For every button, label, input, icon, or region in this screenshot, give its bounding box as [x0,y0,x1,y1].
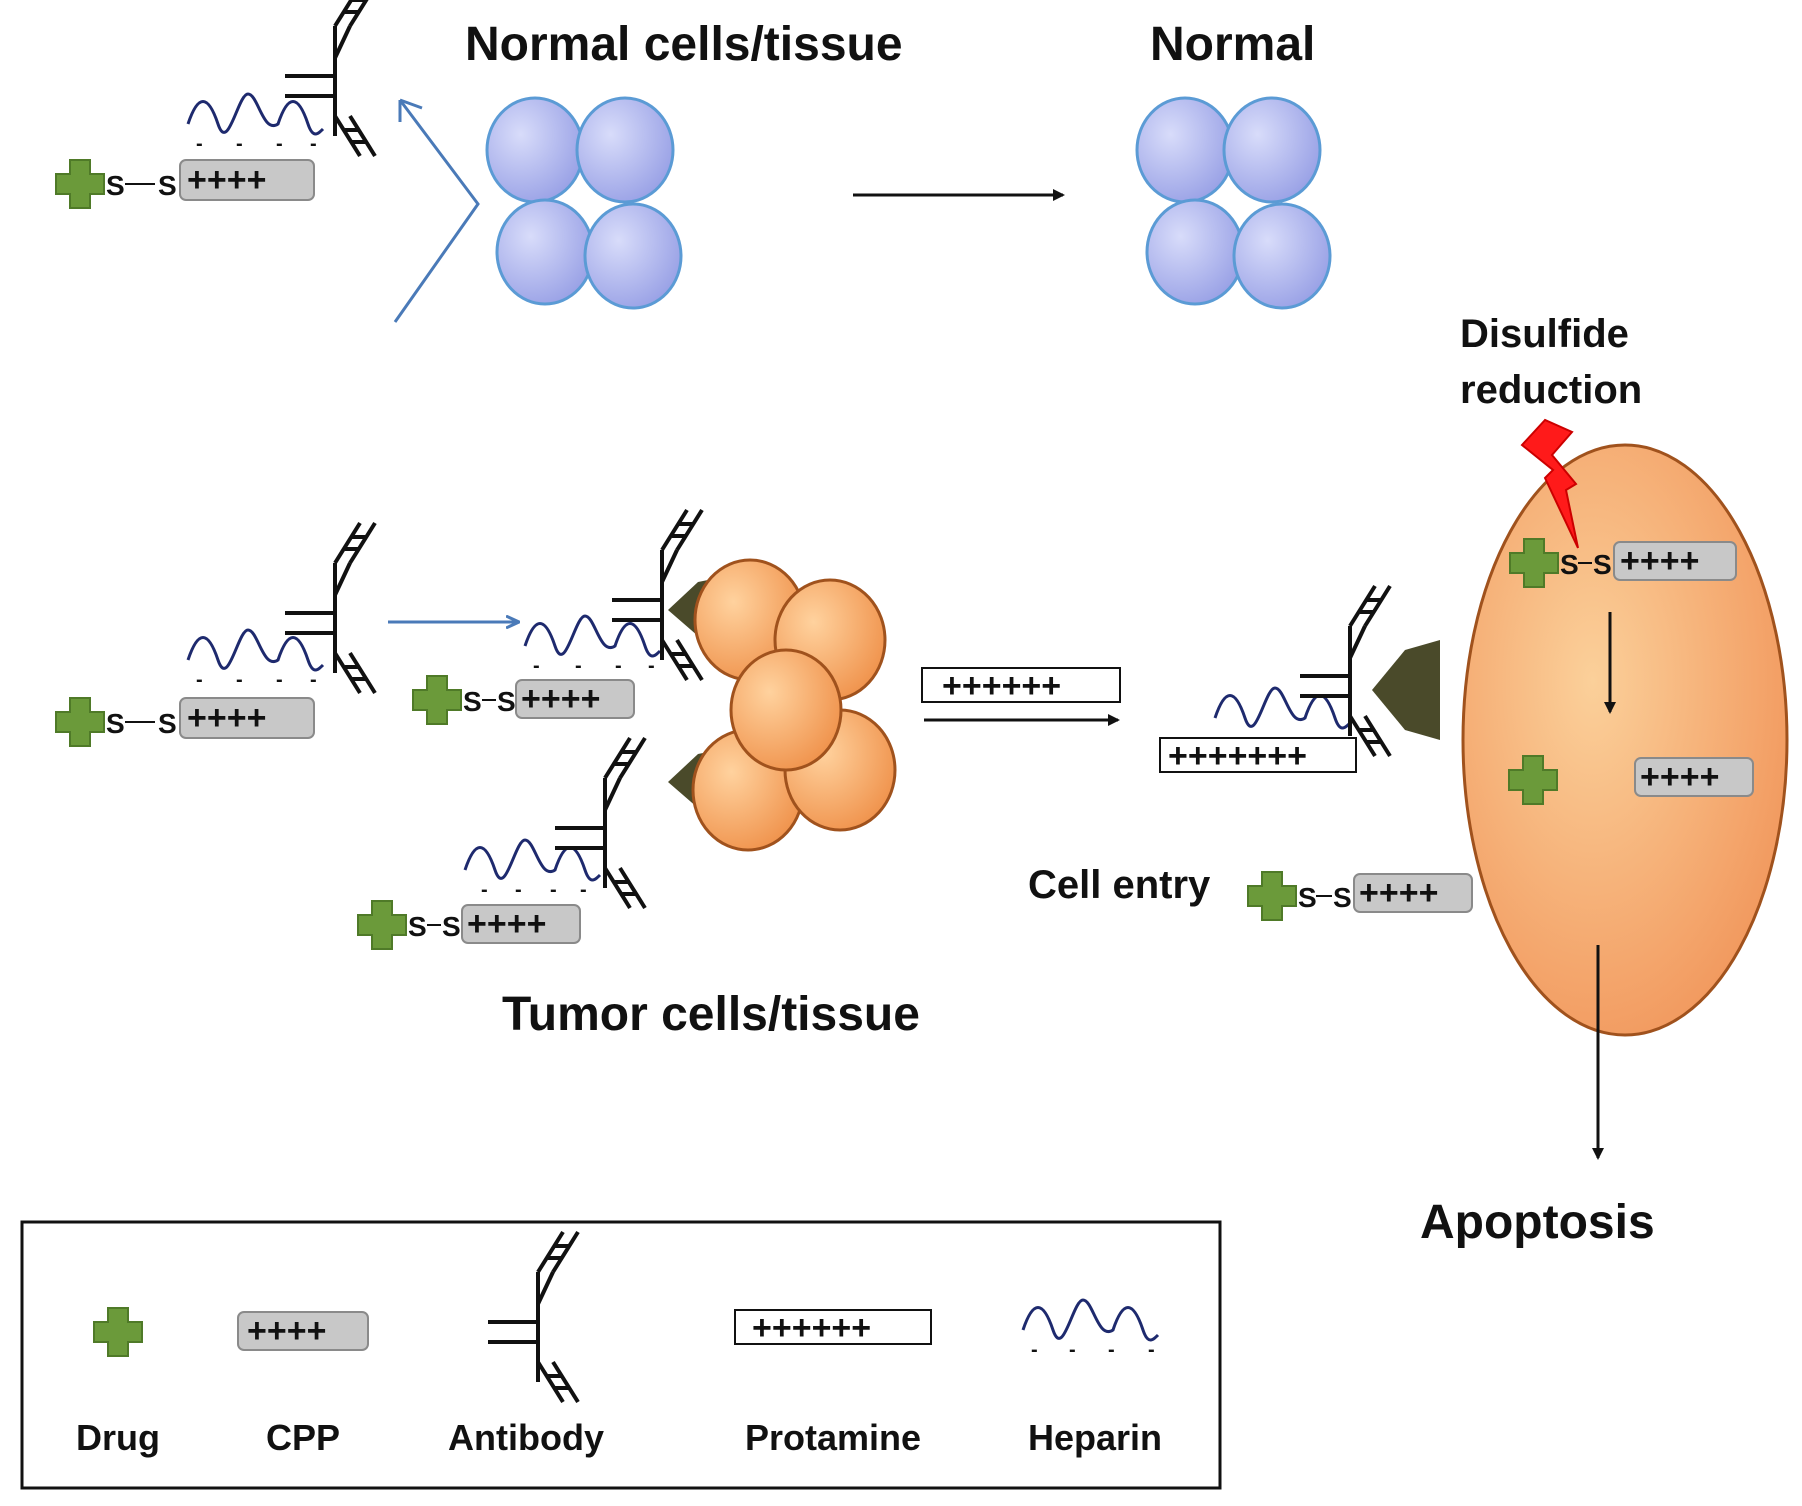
lightning-icon [1520,418,1579,549]
heparin-charge: - [1108,1339,1115,1361]
disulfide-label-line1: Disulfide [1460,312,1629,356]
legend-cpp-charges: ++++ [247,1312,326,1350]
normal-tissue-label: Normal cells/tissue [465,18,903,71]
legend-protamine-icon [734,1309,932,1345]
sulfur-label: S [442,911,461,942]
conjugate-top-left: S S ++++ - - - - [55,0,377,209]
sulfur-label: S [158,170,177,201]
cpp-charges: ++++ [1640,758,1719,796]
cpp-icon [1634,757,1754,797]
heparin-charge: - [1148,1339,1155,1361]
heparin-charge: - [236,133,243,155]
heparin-charge: - [196,133,203,155]
heparin-charge: - [515,879,522,901]
blue-rejection-arrow [393,99,480,323]
sulfur-label: S [1333,882,1352,913]
heparin-icon [186,628,325,672]
antibody-icon [283,0,377,158]
cpp-icon [461,904,581,944]
cpp-charges: ++++ [467,905,546,943]
cell-entry-label: Cell entry [1028,863,1211,907]
legend-protamine-charges: ++++++ [752,1309,871,1347]
disulfide-label-line2: reduction [1460,368,1642,412]
sulfur-label: S [1298,882,1317,913]
sulfur-label: S [106,708,125,739]
protamine-charges: ++++++ [942,667,1061,705]
cpp-icon [179,697,315,739]
cpp-charges: ++++ [1620,542,1699,580]
tumor-cells-cluster [691,558,897,852]
heparin-charge: - [276,133,283,155]
normal-label: Normal [1150,18,1315,71]
released-cpp: ++++ [1634,757,1754,797]
heparin-charge: - [1031,1339,1038,1361]
cpp-charges: ++++ [187,161,266,199]
conjugate-tumor-top: S S ++++ - - - - [412,508,704,725]
heparin-icon [186,92,325,136]
heparin-charge: - [236,669,243,691]
normal-cells-cluster [485,96,683,310]
heparin-charge: - [550,879,557,901]
cpp-icon [179,159,315,201]
conjugate-tumor-bottom: S S ++++ - - - - [357,736,647,950]
legend-antibody-label: Antibody [448,1417,604,1458]
sulfur-label: S [1593,549,1612,580]
heparin-charge: - [481,879,488,901]
protamine-treatment: ++++++ [921,667,1121,726]
normal-cells-cluster-result [1135,96,1332,310]
sulfur-label: S [408,911,427,942]
cpp-charges: ++++ [521,680,600,718]
sulfur-label: S [106,170,125,201]
heparin-charge: - [575,655,582,677]
legend-heparin-label: Heparin [1028,1417,1162,1458]
legend-cpp-label: CPP [266,1417,340,1458]
conjugate-inside-cell: S S ++++ [1509,538,1737,588]
heparin-charge: - [1069,1339,1076,1361]
legend-cpp-icon [237,1311,369,1351]
sulfur-label: S [497,686,516,717]
heparin-charge: - [580,879,587,901]
heparin-charge: - [648,655,655,677]
apoptosis-label: Apoptosis [1420,1196,1655,1249]
cpp-charges: ++++ [1359,874,1438,912]
sulfur-label: S [463,686,482,717]
heparin-charge: - [196,669,203,691]
legend-box [20,1220,1222,1490]
sulfur-label: S [1560,549,1579,580]
antibody-icon [283,521,377,695]
legend-protamine-label: Protamine [745,1417,921,1458]
conjugate-mid-left: S S ++++ - - - - [55,521,377,747]
cpp-icon [1353,873,1473,913]
heparin-charge: - [310,133,317,155]
heparin-charge: - [533,655,540,677]
tumor-cell-large [1461,443,1789,1037]
cpp-icon [1613,541,1737,581]
cpp-charges: ++++ [187,699,266,737]
cpp-icon [515,679,635,719]
conjugate-protamine-bound: - - - +++++++ [1159,584,1392,775]
tumor-tissue-label: Tumor cells/tissue [502,988,920,1041]
protamine-icon [1159,737,1357,773]
antibody-icon [1298,584,1392,758]
heparin-charge: - [615,655,622,677]
drug-icon [357,900,407,950]
drug-icon [1247,871,1297,921]
conjugate-entering-cell: S S ++++ [1247,871,1473,921]
heparin-charge: - [276,669,283,691]
sulfur-label: S [158,708,177,739]
drug-icon [55,697,105,747]
antibody-icon [553,736,647,910]
heparin-charge: - [310,669,317,691]
receptor-icon [1372,640,1440,740]
legend-drug-label: Drug [76,1417,160,1458]
drug-icon [55,159,105,209]
legend: Drug ++++ CPP Antibody ++++++ Protamine … [20,1220,1222,1490]
drug-icon [412,675,462,725]
protamine-charges: +++++++ [1168,737,1307,775]
protamine-icon [921,667,1121,703]
